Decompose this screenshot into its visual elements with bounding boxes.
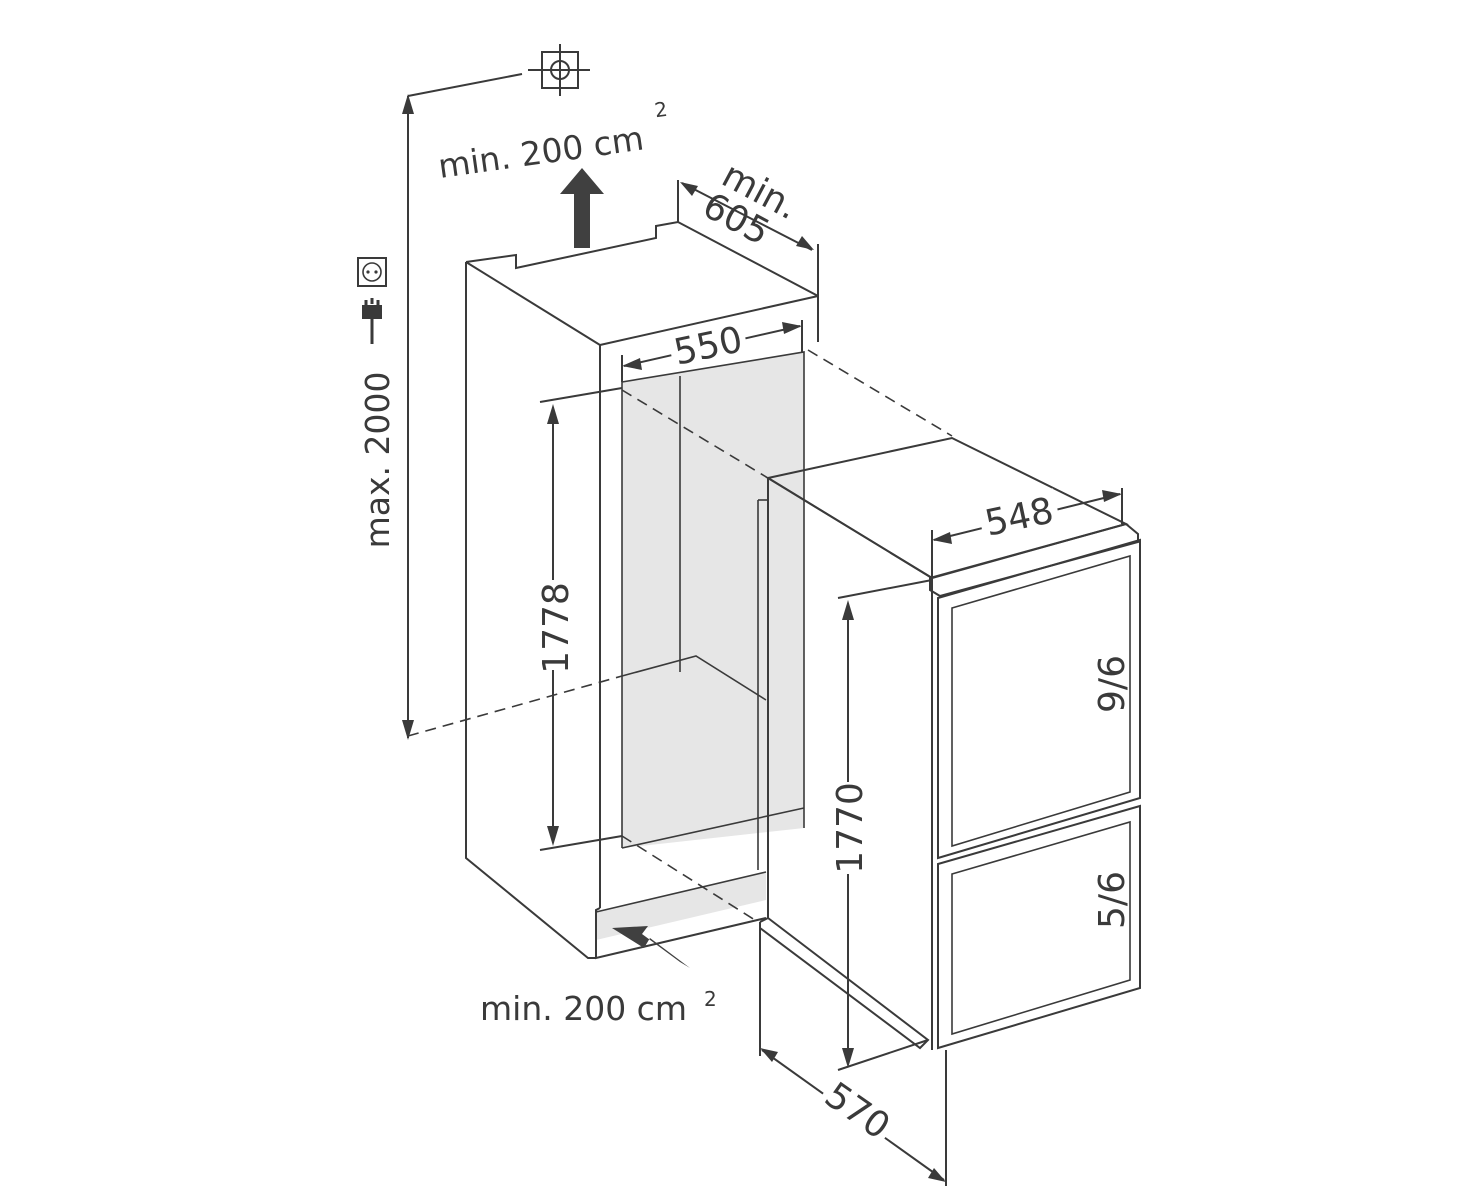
appliance-height-dimension: 1770 [829,579,933,1071]
max-height-dimension: max. 2000 [358,73,523,740]
vent-top-label: min. 200 cm 2 [436,97,669,186]
depth-min-dimension: min. 605 [677,155,819,296]
max-height-label: max. 2000 [358,372,397,549]
vent-top-sup: 2 [653,97,669,123]
vent-bottom-text: min. 200 cm [480,989,687,1028]
niche-floor-strip [596,872,766,940]
wall-socket-icon [357,257,387,287]
target-icon [528,44,590,96]
niche-cabinet [465,220,819,960]
vent-top-arrow [560,168,604,248]
upper-door [937,538,1141,860]
appliance-width-dimension: 548 [931,488,1123,578]
niche-height-label: 1778 [536,582,577,674]
appliance-depth-dimension: 570 [759,928,947,1186]
vent-bottom-sup: 2 [704,987,717,1011]
appliance-height-label: 1770 [830,782,871,874]
door-lower-label: 5/6 [1092,871,1133,929]
niche-height-dimension: 1778 [534,387,623,851]
vent-bottom-arrow [612,926,690,968]
plug-icon [362,298,382,344]
appliance [757,436,1141,1050]
door-upper-label: 9/6 [1092,655,1133,713]
appliance-width-label: 548 [981,490,1057,544]
lower-door [937,804,1141,1050]
alignment-lines [407,349,953,923]
vent-top-text: min. 200 cm [436,118,646,185]
niche-interior [622,352,804,848]
